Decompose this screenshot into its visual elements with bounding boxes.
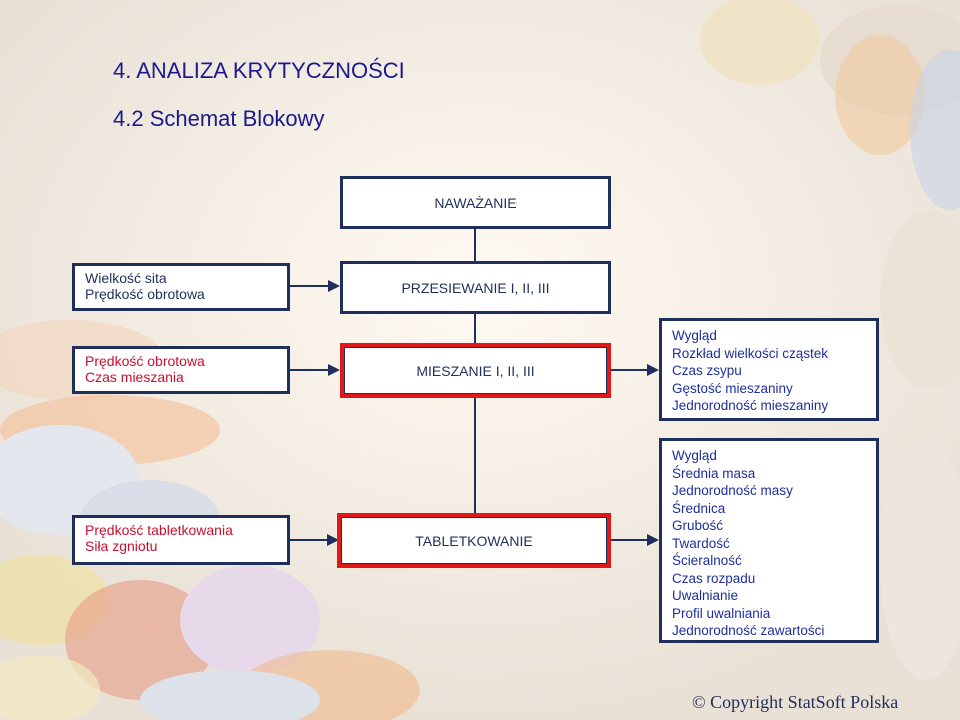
output-item: Średnia masa [672, 465, 756, 481]
output-item: Jednorodność zawartości [672, 623, 825, 638]
weighing-label: NAWAŻANIE [434, 194, 517, 211]
output-item: Wygląd [672, 448, 717, 463]
output-item: Uwalnianie [672, 588, 739, 603]
output-item: Jednorodność masy [672, 483, 793, 498]
mixing-box: MIESZANIE I, II, III [340, 343, 611, 398]
input-item: Wielkość sita [85, 270, 167, 286]
sieving-box: PRZESIEWANIE I, II, III [340, 261, 611, 314]
mixing-output-box: Wygląd Rozkład wielkości cząstek Czas zs… [659, 318, 879, 421]
copyright-text: © Copyright StatSoft Polska [692, 692, 899, 712]
output-item: Jednorodność mieszaniny [672, 398, 829, 413]
tableting-input-box: Prędkość tabletkowania Siła zgniotu [72, 515, 290, 565]
mixing-input-box: Prędkość obrotowa Czas mieszania [72, 346, 290, 394]
mixing-label: MIESZANIE I, II, III [416, 362, 535, 379]
sieving-input-box: Wielkość sita Prędkość obrotowa [72, 263, 290, 311]
sieving-label: PRZESIEWANIE I, II, III [401, 279, 550, 296]
input-item: Prędkość tabletkowania [85, 522, 233, 538]
output-item: Gęstość mieszaniny [672, 380, 793, 396]
output-item: Rozkład wielkości cząstek [672, 345, 829, 361]
output-item: Średnica [672, 500, 726, 516]
tableting-label: TABLETKOWANIE [415, 532, 533, 549]
tableting-output-box: Wygląd Średnia masa Jednorodność masy Śr… [659, 438, 879, 643]
output-item: Grubość [672, 518, 724, 533]
output-item: Twardość [672, 535, 730, 551]
input-item: Siła zgniotu [85, 538, 158, 554]
input-item: Prędkość obrotowa [85, 353, 205, 369]
tableting-box: TABLETKOWANIE [337, 513, 611, 568]
slide-subtitle: 4.2 Schemat Blokowy [113, 106, 325, 131]
output-item: Profil uwalniania [672, 605, 771, 621]
weighing-box: NAWAŻANIE [340, 176, 611, 229]
input-item: Czas mieszania [85, 369, 184, 385]
output-item: Czas zsypu [672, 363, 742, 378]
output-item: Ścieralność [672, 553, 742, 568]
output-item: Wygląd [672, 328, 717, 343]
slide-title: 4. ANALIZA KRYTYCZNOŚCI [113, 58, 405, 83]
input-item: Prędkość obrotowa [85, 286, 205, 302]
output-item: Czas rozpadu [672, 570, 756, 586]
